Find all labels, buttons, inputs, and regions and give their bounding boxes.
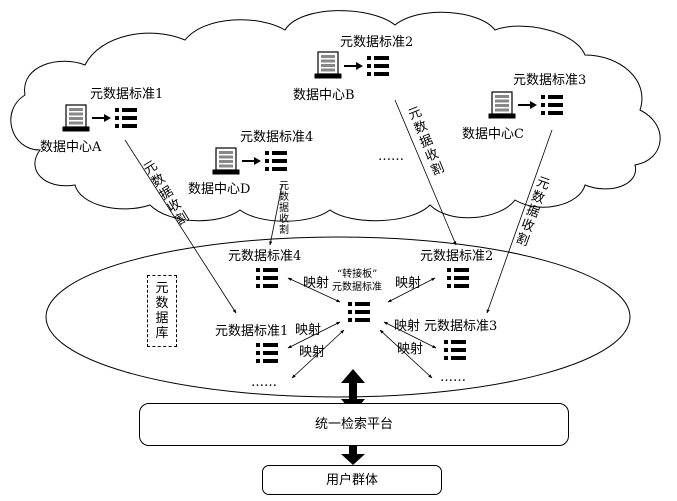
list-icon-std4 (256, 268, 278, 288)
server-icon-a (62, 104, 90, 132)
server-icon-c (488, 91, 516, 119)
mapping-arrow-3b (379, 329, 433, 379)
datacenter-c-label: 数据中心C (462, 127, 524, 142)
mapping-arrow-4 (287, 277, 341, 303)
search-platform-label: 统一检索平台 (314, 417, 393, 432)
cloud-shape (10, 10, 661, 222)
right-arrow-icon-a (92, 114, 111, 122)
standard-1-label: 元数据标准1 (215, 324, 289, 339)
standard-2-label-cloud: 元数据标准2 (340, 35, 414, 50)
standard-4-label-cloud: 元数据标准4 (240, 130, 314, 145)
standard-4-label: 元数据标准4 (228, 249, 302, 264)
right-arrow-icon-c (518, 101, 537, 109)
datacenter-b-label: 数据中心B (293, 88, 355, 103)
right-arrow-icon-d (242, 157, 261, 165)
server-icon-d (212, 147, 240, 175)
mapping-arrow-2 (387, 277, 436, 303)
harvest-arrow-b (394, 99, 457, 246)
list-icon-d (265, 151, 287, 171)
cloud-ellipsis: …… (378, 149, 404, 164)
harvest-arrow-d (269, 184, 283, 246)
ellipse-ellipsis-right: …… (440, 370, 466, 385)
list-icon-std3 (444, 340, 466, 360)
list-icon-std2 (447, 268, 469, 288)
adapter-label: 元数据标准 (332, 282, 382, 293)
mapping-arrow-1b (291, 329, 345, 379)
datacenter-a-label: 数据中心A (40, 140, 102, 155)
standard-3-label: 元数据标准3 (424, 319, 498, 334)
list-icon-std1 (256, 343, 278, 363)
harvest-label-d: 元数据收割 (279, 181, 289, 236)
user-group-label: 用户群体 (325, 472, 378, 488)
standard-2-label: 元数据标准2 (420, 249, 494, 264)
user-group-box: 用户群体 (262, 465, 442, 495)
unified-search-platform: 统一检索平台 (139, 403, 569, 446)
mapping-label-4: 映射 (303, 276, 330, 291)
list-icon-b (367, 56, 389, 76)
adapter-quote-label: “转接板” (337, 269, 378, 280)
list-icon-a (115, 108, 137, 128)
server-icon-b (314, 51, 342, 79)
mapping-label-3b: 映射 (397, 342, 424, 357)
right-arrow-icon-b (344, 62, 363, 70)
repository-ellipse (45, 236, 631, 398)
mapping-label-1b: 映射 (299, 345, 326, 360)
list-icon-adapter (348, 302, 370, 322)
ellipse-ellipsis-left: …… (251, 375, 277, 390)
thick-down-arrow (341, 446, 365, 465)
mapping-label-2: 映射 (395, 276, 422, 291)
list-icon-c (541, 95, 563, 115)
harvest-arrow-a (124, 139, 237, 314)
standard-3-label-cloud: 元数据标准3 (513, 73, 587, 88)
metadata-repository-label: 元数据库 (155, 281, 169, 341)
standard-1-label-cloud: 元数据标准1 (90, 87, 164, 102)
harvest-arrow-c (486, 129, 553, 314)
metadata-repository-box: 元数据库 (147, 275, 177, 347)
datacenter-d-label: 数据中心D (188, 182, 251, 197)
mapping-label-1a: 映射 (295, 323, 322, 338)
mapping-label-3a: 映射 (394, 319, 421, 334)
